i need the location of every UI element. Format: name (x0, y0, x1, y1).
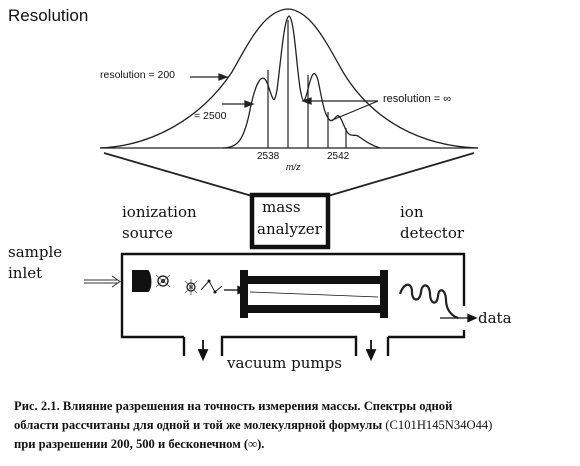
annotation-arrows (190, 73, 379, 122)
figure-caption: Рис. 2.1. Влияние разрешения на точность… (14, 397, 570, 454)
label-mass: mass (262, 198, 301, 216)
mass-analyzer-box (249, 192, 331, 250)
peaks-resolution-2500 (221, 15, 381, 149)
zoom-lines (103, 152, 475, 197)
label-resolution-200: resolution = 200 (100, 69, 176, 81)
detector-coil (398, 283, 459, 320)
diagram-title: Resolution (8, 6, 89, 25)
caption-line-2-text: области рассчитаны для одной и той же мо… (14, 418, 383, 432)
data-arrow (440, 313, 478, 323)
label-ionization: ionization (122, 203, 197, 221)
label-inlet: inlet (8, 264, 43, 282)
instrument-schematic (84, 192, 478, 362)
label-vacuum-pumps: vacuum pumps (227, 354, 342, 372)
tick-label-2538: 2538 (257, 151, 280, 162)
label-resolution-infinity: resolution = ∞ (383, 93, 452, 105)
label-analyzer: analyzer (257, 220, 322, 238)
caption-line-2: области рассчитаны для одной и той же мо… (14, 416, 570, 435)
pump-arrows (197, 340, 377, 362)
chamber-outline (120, 252, 466, 339)
analyzer-rods (240, 270, 388, 318)
label-resolution-2500: = 2500 (194, 110, 227, 122)
label-detector: detector (400, 224, 465, 242)
sample-inlet-arrow (84, 275, 121, 288)
ion-source (132, 270, 223, 295)
envelope-resolution-200 (99, 8, 479, 149)
caption-line-3: при разрешении 200, 500 и бесконечном (∞… (14, 437, 265, 451)
label-data: data (478, 309, 512, 327)
caption-formula: (C101H145N34O44) (385, 418, 493, 432)
spectrum-panel (99, 8, 479, 197)
label-sample: sample (8, 243, 63, 261)
axis-label-mz: m/z (286, 162, 301, 172)
caption-line-1: Рис. 2.1. Влияние разрешения на точность… (14, 399, 453, 413)
vacuum-port-left (182, 335, 358, 356)
stick-peaks-resolution-infinity (267, 20, 347, 148)
label-ion: ion (400, 203, 424, 221)
label-source: source (122, 224, 173, 242)
analyzer-ion-path (249, 291, 379, 298)
tick-label-2542: 2542 (327, 151, 350, 162)
